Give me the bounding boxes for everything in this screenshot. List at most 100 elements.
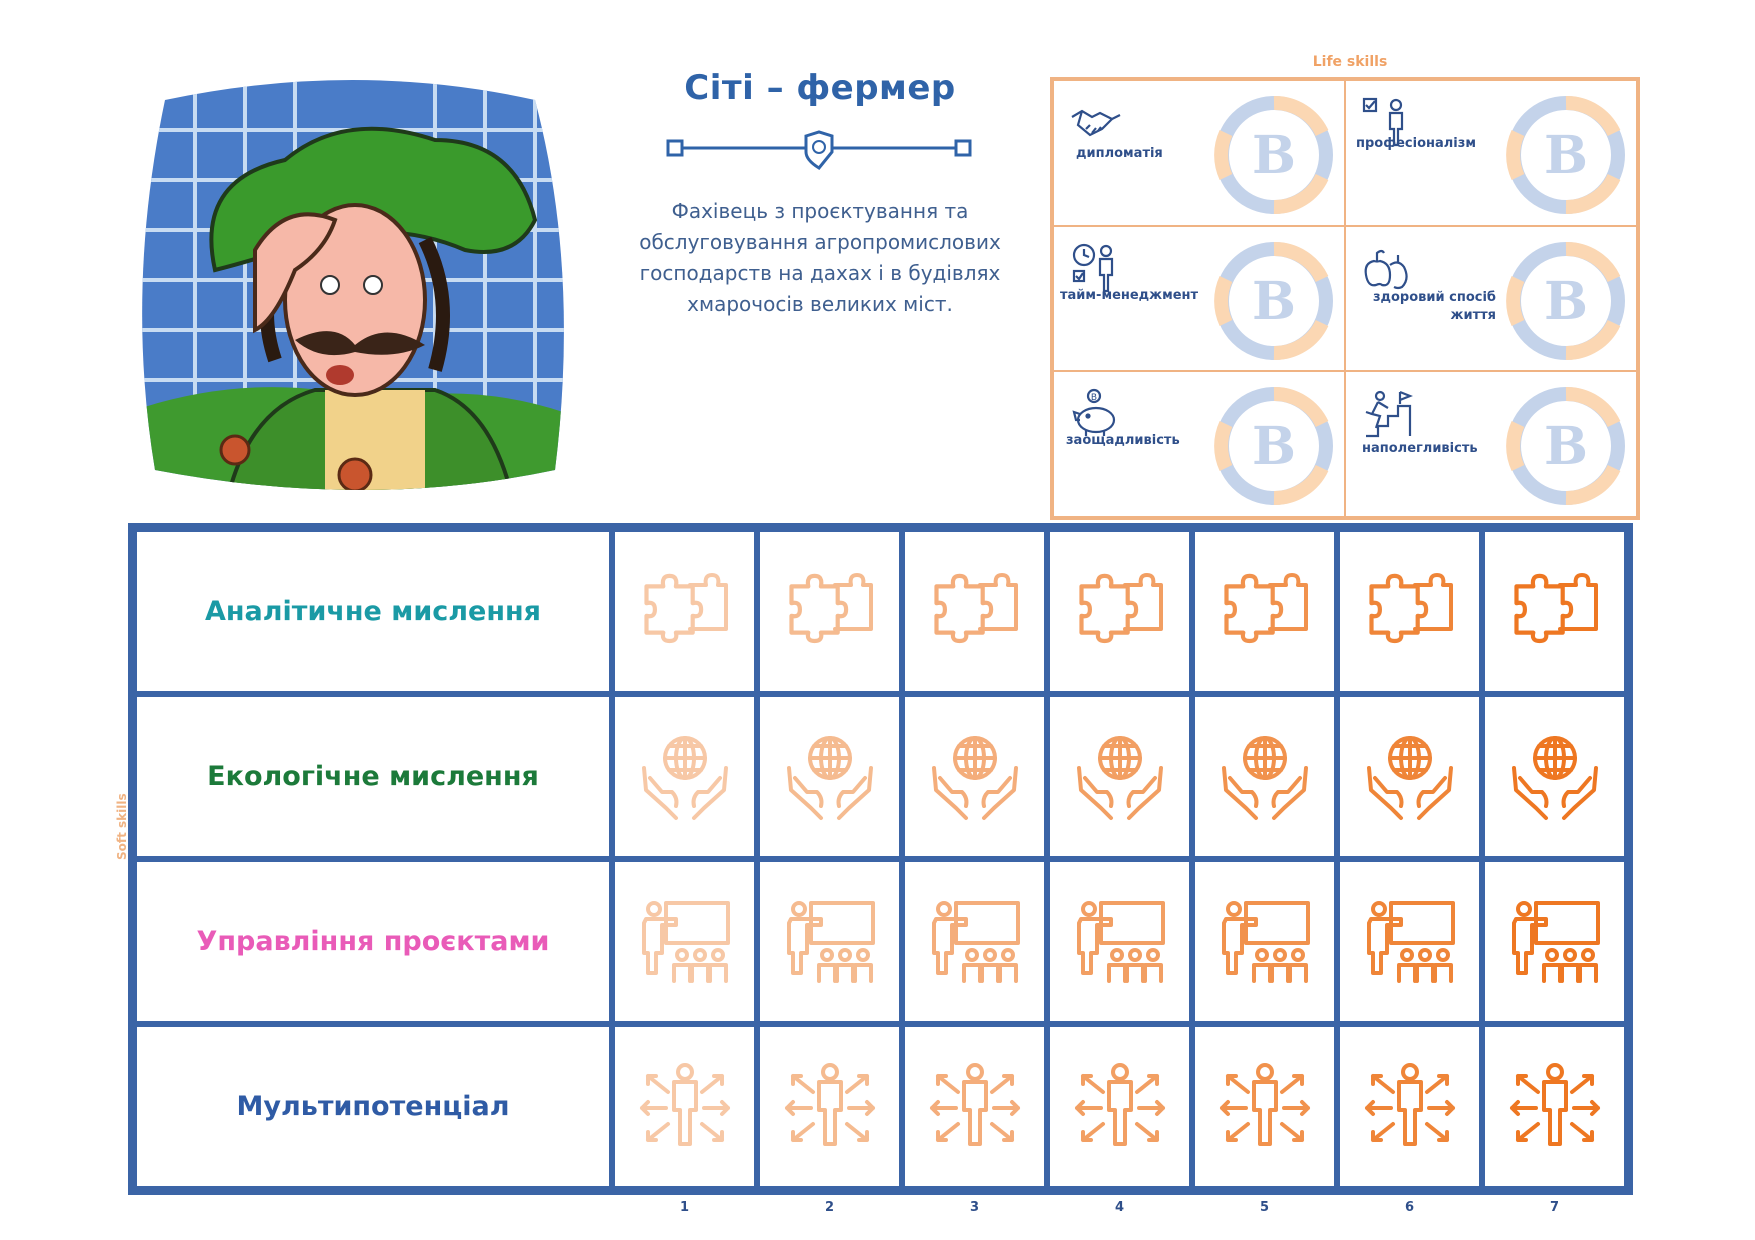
globe-hands-icon bbox=[1221, 735, 1308, 820]
svg-text:B: B bbox=[1544, 125, 1588, 186]
stairs-climber-icon bbox=[1365, 391, 1413, 438]
presentation-team-icon bbox=[641, 900, 730, 983]
presentation-team-icon bbox=[1511, 900, 1600, 983]
skill-row-label: Аналітичне мислення bbox=[134, 529, 612, 694]
handshake-icon bbox=[1071, 109, 1121, 137]
svg-text:B: B bbox=[1544, 271, 1588, 332]
farmer-illustration bbox=[135, 70, 585, 510]
badge-b-icon: B bbox=[1506, 387, 1625, 506]
skill-level-cell[interactable] bbox=[612, 859, 757, 1024]
life-skill-healthy-lifestyle: здоровий спосіб життя B bbox=[1345, 225, 1637, 372]
skill-level-cell[interactable] bbox=[902, 1024, 1047, 1189]
badge-b-icon: B bbox=[1214, 387, 1333, 506]
skill-level-cell[interactable] bbox=[1482, 1024, 1627, 1189]
page-title: Сіті – фермер bbox=[684, 68, 956, 108]
puzzle-icon bbox=[643, 572, 728, 643]
skill-level-cell[interactable] bbox=[612, 1024, 757, 1189]
presentation-team-icon bbox=[1076, 900, 1165, 983]
column-number: 7 bbox=[1549, 1200, 1560, 1215]
life-skill-time-management: тайм-менеджмент B bbox=[1053, 225, 1345, 372]
skill-level-cell[interactable] bbox=[1337, 694, 1482, 859]
skill-level-cell[interactable] bbox=[902, 694, 1047, 859]
svg-text:B: B bbox=[1252, 125, 1296, 186]
globe-hands-icon bbox=[786, 735, 873, 820]
badge-b-icon: B bbox=[1214, 95, 1333, 215]
apple-icon bbox=[1364, 249, 1408, 289]
shield-icon bbox=[804, 130, 834, 170]
life-skill-label: професіоналізм bbox=[1356, 136, 1476, 151]
puzzle-icon bbox=[1513, 572, 1598, 643]
skill-level-cell[interactable] bbox=[1337, 859, 1482, 1024]
skill-name: Аналітичне мислення bbox=[205, 596, 541, 627]
skill-level-cell[interactable] bbox=[1047, 859, 1192, 1024]
presentation-team-icon bbox=[931, 900, 1020, 983]
column-number: 4 bbox=[1114, 1200, 1125, 1215]
skill-level-cell[interactable] bbox=[757, 1024, 902, 1189]
skill-level-cell[interactable] bbox=[1047, 1024, 1192, 1189]
life-skills-grid: дипломатія B професіоналізм B тайм- bbox=[1050, 77, 1640, 520]
skill-level-cell[interactable] bbox=[757, 529, 902, 694]
clock-person-icon bbox=[1072, 243, 1114, 292]
skill-row-label: Мультипотенціал bbox=[134, 1024, 612, 1189]
puzzle-icon bbox=[1368, 572, 1453, 643]
skill-name: Мультипотенціал bbox=[236, 1091, 510, 1122]
skill-name: Екологічне мислення bbox=[207, 761, 539, 792]
puzzle-icon bbox=[1078, 572, 1163, 643]
life-skill-thrift: B заощадливість B bbox=[1053, 371, 1345, 517]
professional-person-icon bbox=[1362, 97, 1404, 147]
puzzle-icon bbox=[933, 572, 1018, 643]
skill-level-cell[interactable] bbox=[1192, 859, 1337, 1024]
skill-level-cell[interactable] bbox=[1482, 859, 1627, 1024]
skill-name: Управління проєктами bbox=[196, 926, 550, 957]
life-skill-diplomacy: дипломатія B bbox=[1053, 80, 1345, 226]
life-skill-label: дипломатія bbox=[1076, 146, 1163, 161]
life-skill-label: здоровий спосіб життя bbox=[1372, 289, 1496, 323]
svg-text:B: B bbox=[1544, 416, 1588, 477]
skill-level-cell[interactable] bbox=[1047, 529, 1192, 694]
column-number: 1 bbox=[679, 1200, 690, 1215]
globe-hands-icon bbox=[1366, 735, 1453, 820]
skill-level-cell[interactable] bbox=[612, 694, 757, 859]
skill-level-cell[interactable] bbox=[1482, 694, 1627, 859]
multidirection-person-icon bbox=[1364, 1062, 1455, 1146]
skill-row-label: Екологічне мислення bbox=[134, 694, 612, 859]
skill-level-cell[interactable] bbox=[757, 859, 902, 1024]
column-number: 2 bbox=[824, 1200, 835, 1215]
globe-hands-icon bbox=[1511, 735, 1598, 820]
column-number: 3 bbox=[969, 1200, 980, 1215]
life-skill-persistence: наполегливість B bbox=[1345, 371, 1637, 517]
piggy-bank-icon: B bbox=[1072, 389, 1116, 437]
skill-level-cell[interactable] bbox=[1192, 1024, 1337, 1189]
multidirection-person-icon bbox=[1074, 1062, 1165, 1146]
presentation-team-icon bbox=[1366, 900, 1455, 983]
globe-hands-icon bbox=[1076, 735, 1163, 820]
multidirection-person-icon bbox=[784, 1062, 875, 1146]
profession-description: Фахівець з проєктування та обслуговуванн… bbox=[639, 199, 1001, 316]
life-skill-label: тайм-менеджмент bbox=[1060, 287, 1199, 303]
skill-level-cell[interactable] bbox=[757, 694, 902, 859]
life-skills-title: Life skills bbox=[1312, 54, 1388, 70]
skill-level-cell[interactable] bbox=[612, 529, 757, 694]
skill-level-cell[interactable] bbox=[1047, 694, 1192, 859]
column-number: 5 bbox=[1259, 1200, 1270, 1215]
skill-level-cell[interactable] bbox=[1482, 529, 1627, 694]
skill-level-cell[interactable] bbox=[1192, 694, 1337, 859]
skill-level-cell[interactable] bbox=[1192, 529, 1337, 694]
globe-hands-icon bbox=[641, 735, 728, 820]
skill-level-cell[interactable] bbox=[1337, 529, 1482, 694]
skill-level-cell[interactable] bbox=[902, 859, 1047, 1024]
multidirection-person-icon bbox=[639, 1062, 730, 1146]
svg-text:B: B bbox=[1252, 271, 1296, 332]
skill-level-cell[interactable] bbox=[1337, 1024, 1482, 1189]
skill-level-cell[interactable] bbox=[902, 529, 1047, 694]
title-divider bbox=[666, 130, 972, 170]
column-number: 6 bbox=[1404, 1200, 1415, 1215]
multidirection-person-icon bbox=[1219, 1062, 1310, 1146]
skill-row-label: Управління проєктами bbox=[134, 859, 612, 1024]
badge-b-icon: B bbox=[1214, 241, 1333, 360]
puzzle-icon bbox=[1223, 572, 1308, 643]
svg-text:B: B bbox=[1252, 416, 1296, 477]
multidirection-person-icon bbox=[929, 1062, 1020, 1146]
globe-hands-icon bbox=[931, 735, 1018, 820]
